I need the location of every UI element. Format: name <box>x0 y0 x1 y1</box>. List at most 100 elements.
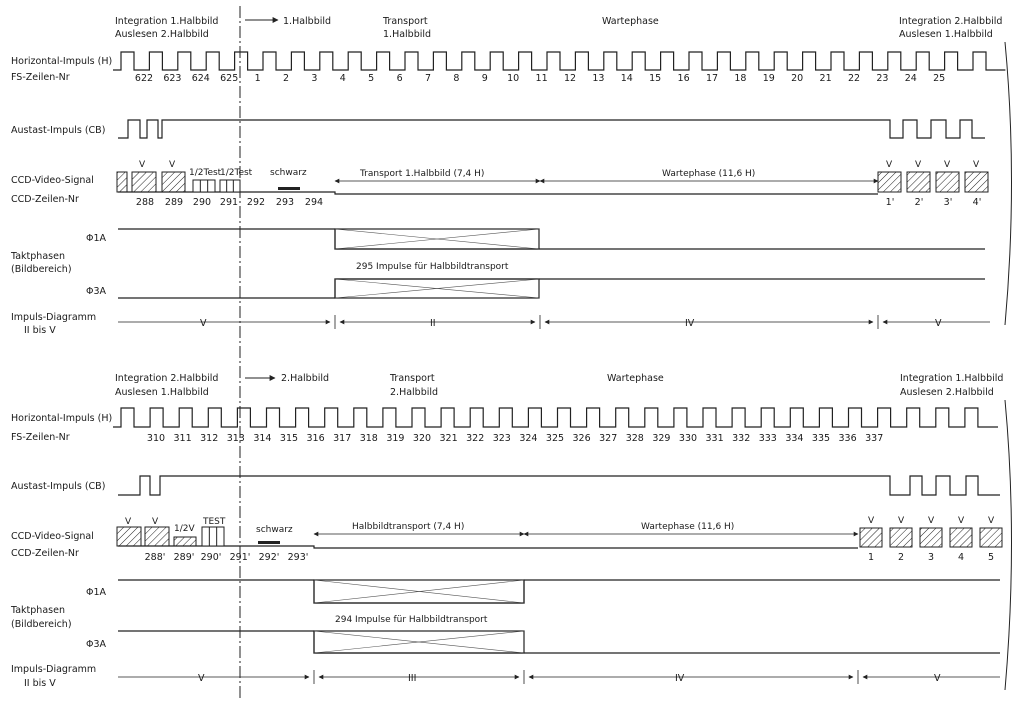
top-phi3a-transport-box <box>334 278 540 299</box>
bottom-ccd-video-signal <box>116 526 1003 549</box>
top-fs-number-1: 623 <box>163 73 181 84</box>
bottom-video-hatch-right-4 <box>979 527 1003 548</box>
bottom-label-fs-zeilen: FS-Zeilen-Nr <box>11 432 70 443</box>
top-label-diag2: II bis V <box>24 325 56 336</box>
top-fs-number-26: 23 <box>876 73 888 84</box>
top-fs-number-11: 8 <box>453 73 459 84</box>
bottom-fs-number-21: 331 <box>706 433 724 444</box>
top-ccd-number-1: 289 <box>165 197 183 208</box>
top-ccd-number-5: 293 <box>276 197 294 208</box>
bottom-ccd-number-0: 288' <box>145 552 166 563</box>
bottom-ccd-number-right-2: 3 <box>928 552 934 563</box>
bottom-fs-number-26: 336 <box>839 433 857 444</box>
top-label-phi3: Φ3A <box>86 286 107 297</box>
bottom-phi3a-signal <box>118 630 1000 654</box>
bottom-fs-number-16: 326 <box>573 433 591 444</box>
top-fs-number-9: 6 <box>397 73 403 84</box>
top-video-hatch-right-1 <box>906 171 931 193</box>
top-video-hatch-right-0 <box>877 171 902 193</box>
bottom-label-phi3: Φ3A <box>86 639 107 650</box>
top-header-left-1: Integration 1.Halbbild <box>115 16 218 27</box>
bottom-video-right-mark-1: V <box>898 516 905 526</box>
bottom-fs-number-19: 329 <box>652 433 670 444</box>
bottom-label-ccd-video: CCD-Video-Signal <box>11 531 94 542</box>
bottom-fs-number-25: 335 <box>812 433 830 444</box>
bottom-horizontal-pulse-train <box>113 407 998 428</box>
bottom-fs-number-17: 327 <box>599 433 617 444</box>
top-video-right-mark-3: V <box>973 160 980 170</box>
bottom-ccd-number-2: 290' <box>201 552 222 563</box>
bottom-fs-number-1: 311 <box>174 433 192 444</box>
top-label-ccd-video: CCD-Video-Signal <box>11 175 94 186</box>
top-header-field: 1.Halbbild <box>283 16 331 27</box>
top-video-black-level <box>278 187 300 190</box>
top-video-hatch-v1 <box>131 171 157 193</box>
bottom-fs-number-24: 334 <box>785 433 803 444</box>
top-label-austast: Austast-Impuls (CB) <box>11 125 105 136</box>
top-horizontal-pulse-train <box>113 51 1006 71</box>
bottom-label-austast: Austast-Impuls (CB) <box>11 481 105 492</box>
top-ccd-number-0: 288 <box>136 197 154 208</box>
top-label-fs-zeilen: FS-Zeilen-Nr <box>11 72 70 83</box>
top-label-ccd-zeilen: CCD-Zeilen-Nr <box>11 194 79 205</box>
bottom-fs-number-14: 324 <box>519 433 537 444</box>
top-label-diag1: Impuls-Diagramm <box>11 312 96 323</box>
top-label-takt2: (Bildbereich) <box>11 264 72 275</box>
bottom-transport-label: Halbbildtransport (7,4 H) <box>352 522 464 532</box>
bottom-fs-number-22: 332 <box>732 433 750 444</box>
top-fs-number-21: 18 <box>734 73 746 84</box>
top-header-transport-1: Transport <box>382 16 428 27</box>
bottom-video-right-mark-2: V <box>928 516 935 526</box>
top-fs-number-16: 13 <box>592 73 604 84</box>
bottom-fs-number-7: 317 <box>333 433 351 444</box>
bottom-video-mark-v3: 1/2V <box>174 524 195 534</box>
bottom-phase-line <box>118 670 1000 684</box>
bottom-label-diag2: II bis V <box>24 678 56 689</box>
bottom-video-test <box>201 526 225 547</box>
top-header-wait: Wartephase <box>602 16 659 27</box>
top-video-mark-v1: V <box>139 160 146 170</box>
bottom-header-right-2: Auslesen 2.Halbbild <box>900 387 994 398</box>
top-fs-number-0: 622 <box>135 73 153 84</box>
top-phase-3: IV <box>685 318 695 329</box>
top-fs-number-20: 17 <box>706 73 718 84</box>
bottom-fs-number-5: 315 <box>280 433 298 444</box>
top-header-right-2: Auslesen 1.Halbbild <box>899 29 993 40</box>
top-video-hatch-right-3 <box>964 171 989 193</box>
top-video-right-mark-1: V <box>915 160 922 170</box>
bottom-video-hatch-right-0 <box>859 527 883 548</box>
bottom-video-mark-v2: V <box>152 517 159 527</box>
top-phi3a-signal <box>118 278 985 299</box>
top-right-brace <box>1004 41 1012 326</box>
top-fs-number-7: 4 <box>340 73 346 84</box>
bottom-phase-1: V <box>198 673 205 684</box>
top-fs-number-19: 16 <box>678 73 690 84</box>
bottom-label-phi1: Φ1A <box>86 587 107 598</box>
bottom-fs-number-0: 310 <box>147 433 165 444</box>
top-header-left-2: Auslesen 2.Halbbild <box>115 29 209 40</box>
top-fs-number-17: 14 <box>621 73 633 84</box>
bottom-video-mark-v1: V <box>125 517 132 527</box>
bottom-fs-number-15: 325 <box>546 433 564 444</box>
top-label-takt1: Taktphasen <box>10 251 65 262</box>
bottom-video-baseline <box>118 545 858 549</box>
bottom-video-hatch-halfv <box>173 536 197 547</box>
top-fs-number-28: 25 <box>933 73 945 84</box>
top-fs-number-27: 24 <box>905 73 917 84</box>
top-fs-number-15: 12 <box>564 73 576 84</box>
bottom-video-hatch-right-3 <box>949 527 973 548</box>
bottom-header-transport-2: 2.Halbbild <box>390 387 438 398</box>
top-ccd-number-right-0: 1' <box>886 197 895 208</box>
top-blanking-pulse <box>118 119 985 139</box>
bottom-header-wait: Wartephase <box>607 373 664 384</box>
top-ccd-number-2: 290 <box>193 197 211 208</box>
bottom-header-right-1: Integration 1.Halbbild <box>900 373 1003 384</box>
bottom-phase-2: III <box>408 673 416 684</box>
bottom-ccd-number-5: 293' <box>288 552 309 563</box>
top-wait-label: Wartephase (11,6 H) <box>662 169 755 179</box>
